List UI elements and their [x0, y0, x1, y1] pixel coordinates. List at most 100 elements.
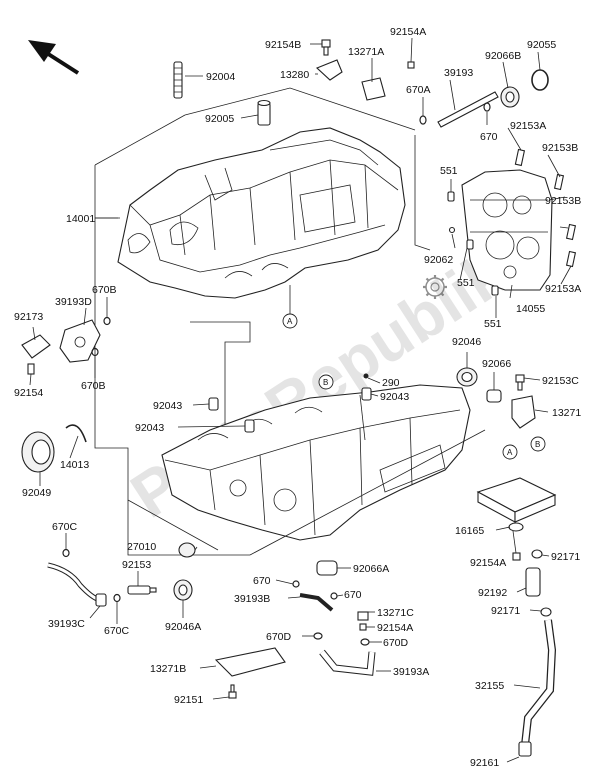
bolt-92154-left — [27, 363, 35, 375]
label-551-mid: 551 — [457, 277, 475, 289]
upper-case-bracket — [94, 87, 431, 551]
label-92153: 92153 — [122, 559, 151, 571]
label-39193B: 39193B — [234, 593, 270, 605]
strainer-16165 — [476, 477, 557, 532]
bushing-92066A — [316, 560, 338, 576]
bearing-92046A — [173, 579, 193, 601]
label-13280: 13280 — [280, 69, 309, 81]
part-labels: 92004 92154B 13280 13271A 92154A 39193 9… — [14, 26, 581, 769]
bolts-92153 — [514, 148, 577, 268]
bolt-92154A-right — [512, 552, 521, 561]
svg-text:B: B — [535, 440, 540, 449]
label-14055: 14055 — [516, 303, 545, 315]
label-670C-top: 670C — [52, 521, 78, 533]
bolt-92151 — [228, 684, 237, 699]
lower-crankcase — [161, 384, 471, 541]
label-92173: 92173 — [14, 311, 43, 323]
label-92043-left2: 92043 — [135, 422, 164, 434]
pin-290 — [363, 373, 369, 379]
label-13271B: 13271B — [150, 663, 186, 675]
callout-a-upper: A — [282, 313, 298, 329]
label-39193C: 39193C — [48, 618, 85, 630]
callout-b-mid: B — [318, 374, 334, 390]
svg-text:A: A — [287, 317, 293, 326]
label-92066B: 92066B — [485, 50, 521, 62]
stud-92004 — [173, 61, 183, 99]
label-92046A: 92046A — [165, 621, 201, 633]
upper-crankcase — [117, 127, 406, 299]
switch-92153 — [127, 585, 157, 595]
label-92171-1: 92171 — [551, 551, 580, 563]
side-cover — [461, 169, 553, 291]
label-92161: 92161 — [470, 757, 499, 769]
label-670A: 670A — [406, 84, 431, 96]
leader-lines — [29, 37, 572, 763]
label-13271A: 13271A — [348, 46, 384, 58]
label-92153B-1: 92153B — [542, 142, 578, 154]
seal-92049 — [21, 431, 55, 473]
label-92151: 92151 — [174, 694, 203, 706]
label-14013: 14013 — [60, 459, 89, 471]
o-ring-670C — [62, 548, 121, 603]
o-ring-670A — [419, 115, 427, 125]
label-92005: 92005 — [205, 113, 234, 125]
callout-b-right: B — [530, 436, 546, 452]
label-92154A-low: 92154A — [377, 622, 413, 634]
label-92154A-right: 92154A — [470, 557, 506, 569]
bracket-13271 — [511, 395, 536, 429]
label-13271C: 13271C — [377, 607, 414, 619]
seal-92066B — [500, 86, 520, 108]
label-670D-2: 670D — [383, 637, 409, 649]
label-39193A: 39193A — [393, 666, 429, 678]
o-ring-670B — [91, 316, 111, 357]
bushing-92066 — [486, 389, 502, 403]
svg-text:A: A — [507, 448, 513, 457]
label-92055: 92055 — [527, 39, 556, 51]
clamp-92171 — [531, 549, 552, 617]
label-92049: 92049 — [22, 487, 51, 499]
label-92154A-top: 92154A — [390, 26, 426, 38]
label-290: 290 — [382, 377, 400, 389]
dowel-92005 — [257, 99, 271, 126]
tube-39193B — [299, 593, 334, 612]
label-92192: 92192 — [478, 587, 507, 599]
label-92046: 92046 — [452, 336, 481, 348]
label-92154: 92154 — [14, 387, 43, 399]
label-32155: 32155 — [475, 680, 504, 692]
seal-14013 — [65, 424, 87, 443]
label-670D-1: 670D — [266, 631, 292, 643]
label-92171-2: 92171 — [491, 605, 520, 617]
bolt-92153C — [515, 374, 525, 391]
label-92043-right: 92043 — [380, 391, 409, 403]
label-39193D: 39193D — [55, 296, 92, 308]
gear-icon — [423, 275, 447, 299]
bracket-13280 — [315, 59, 343, 81]
bracket-13271C — [357, 611, 369, 621]
bolt-92154A-top — [407, 61, 415, 69]
dowels-551 — [447, 191, 499, 296]
label-670B-top: 670B — [92, 284, 117, 296]
label-670-low2: 670 — [344, 589, 362, 601]
hose-39193C — [47, 562, 107, 607]
pipe-39193A — [319, 649, 376, 676]
sensor-39193D — [59, 319, 101, 363]
label-92066: 92066 — [482, 358, 511, 370]
clamp-92173 — [21, 334, 51, 359]
label-92043-left1: 92043 — [153, 400, 182, 412]
label-670: 670 — [480, 131, 498, 143]
hose-92192 — [525, 567, 541, 597]
label-92004: 92004 — [206, 71, 235, 83]
label-39193: 39193 — [444, 67, 473, 79]
svg-text:B: B — [323, 378, 328, 387]
pipe-32155 — [518, 619, 557, 757]
shaft-39193 — [437, 91, 499, 128]
plate-13271B — [214, 647, 286, 677]
label-670B-bot: 670B — [81, 380, 106, 392]
o-ring-92055 — [531, 69, 549, 91]
cap-27010 — [178, 542, 196, 558]
label-92062: 92062 — [424, 254, 453, 266]
label-13271: 13271 — [552, 407, 581, 419]
label-670-low: 670 — [253, 575, 271, 587]
label-92154B: 92154B — [265, 39, 301, 51]
label-551-bot: 551 — [484, 318, 502, 330]
